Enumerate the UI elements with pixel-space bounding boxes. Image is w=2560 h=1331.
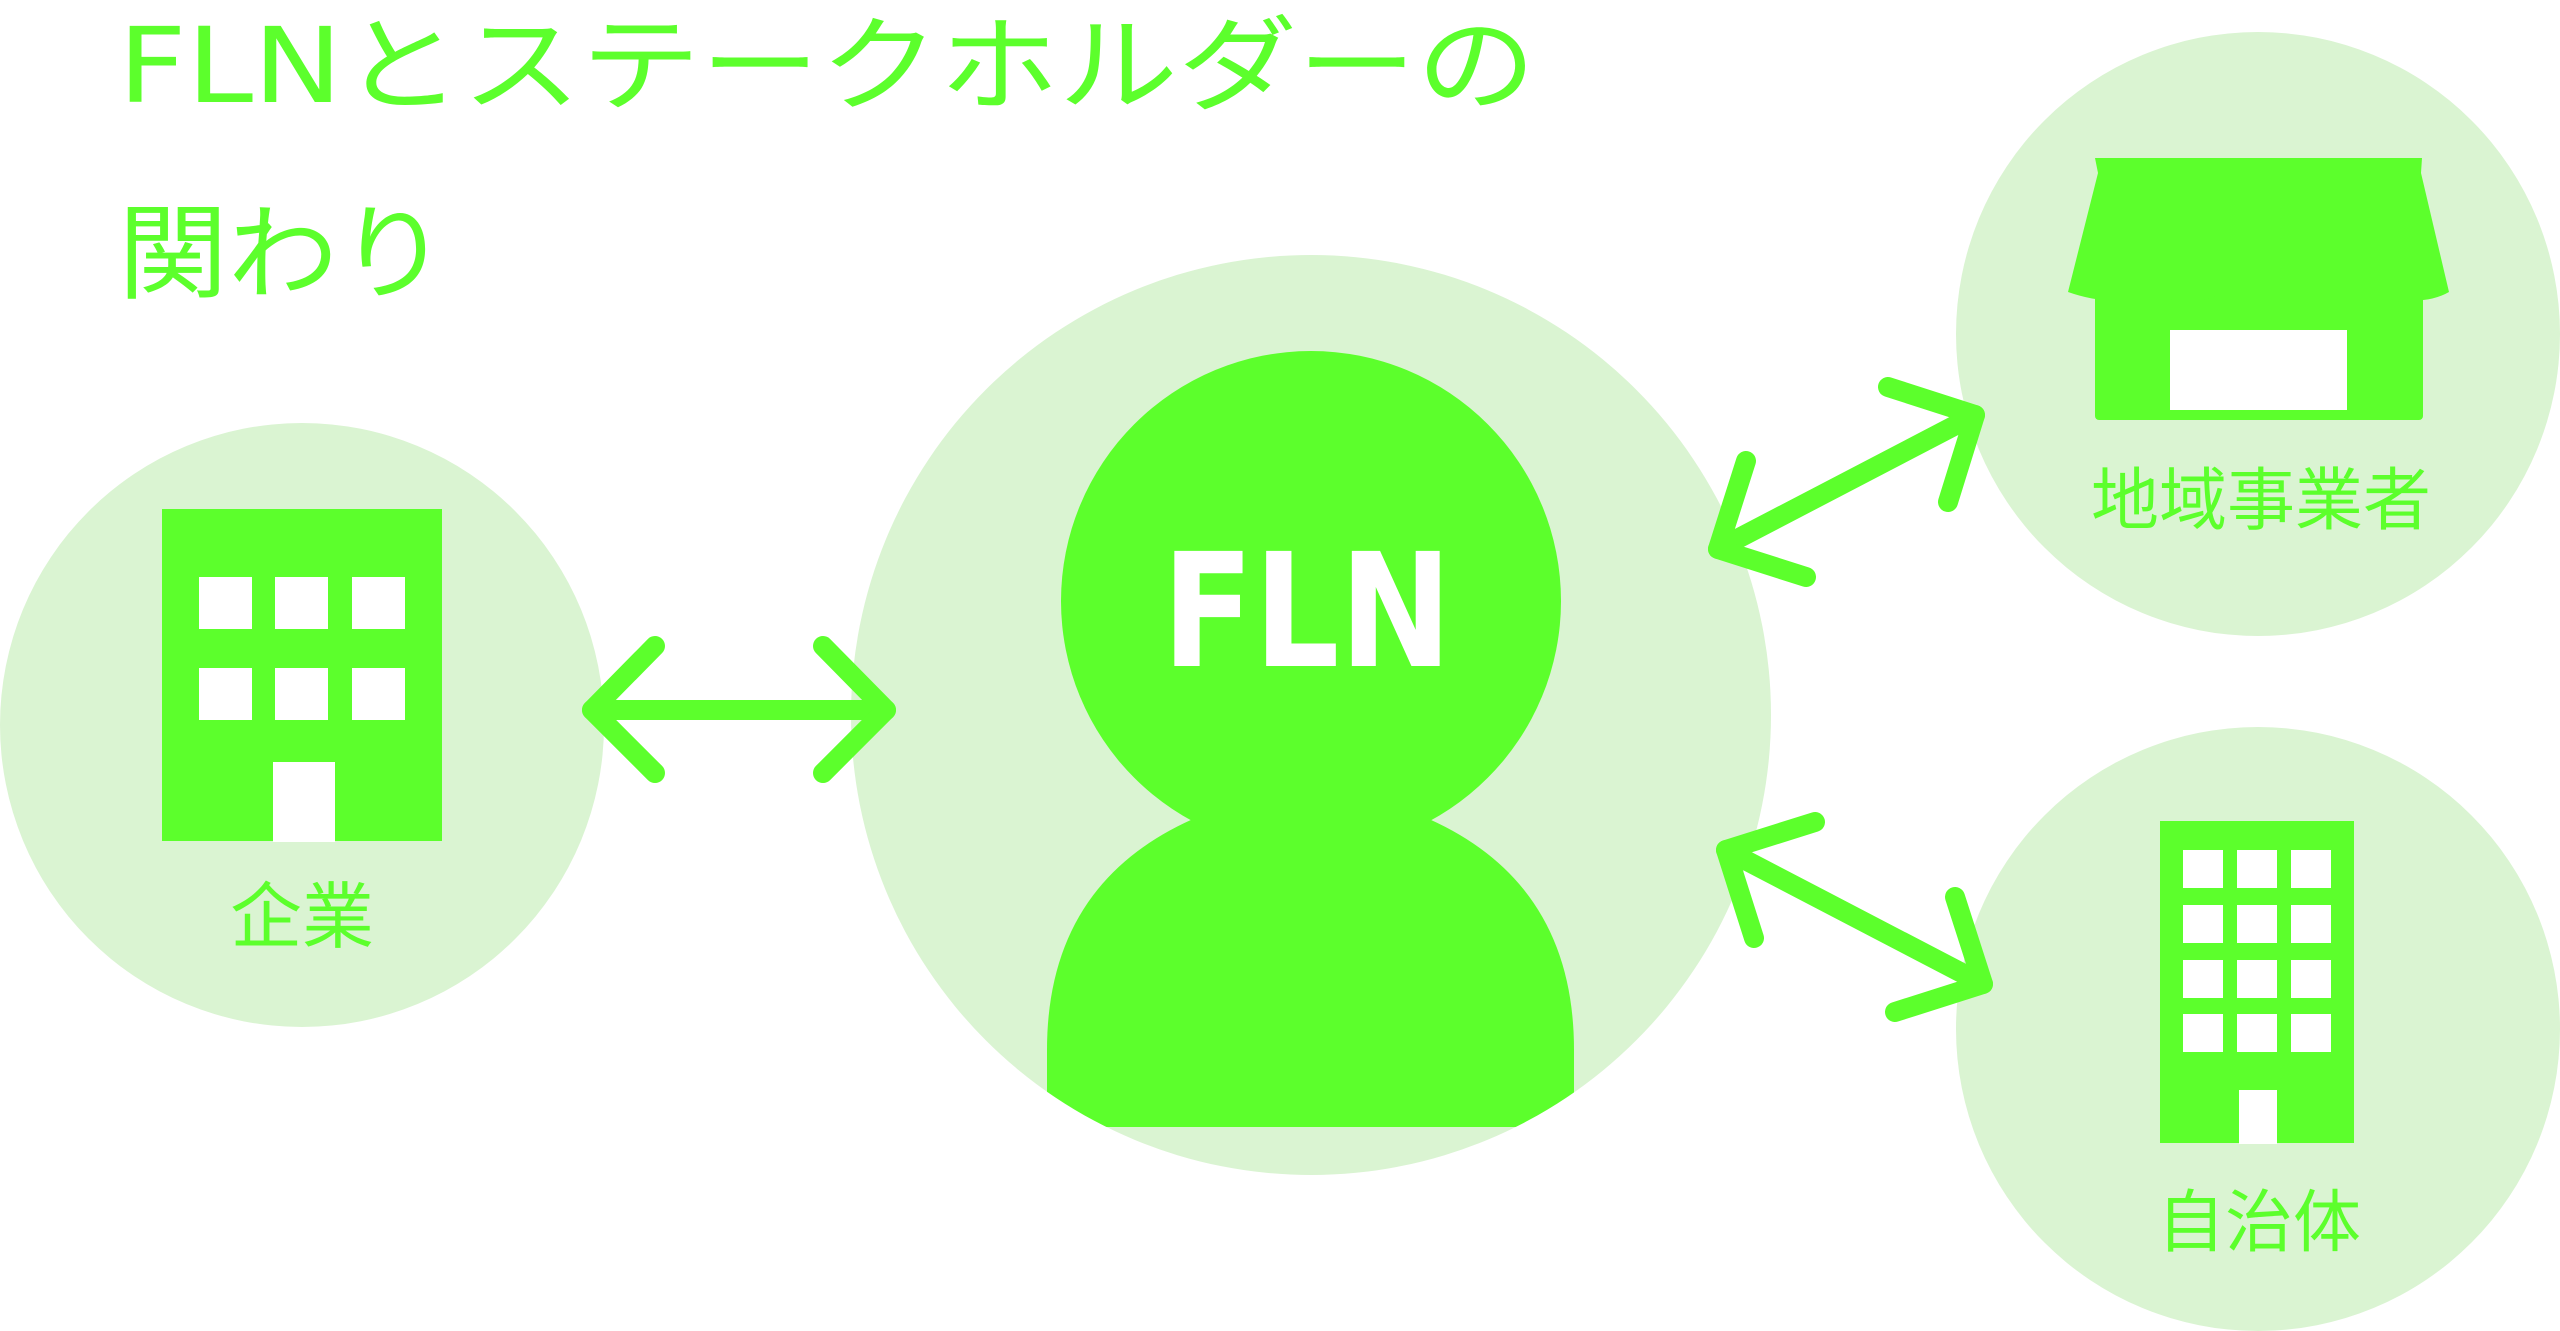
shop-icon: [2068, 158, 2449, 420]
company-label: 企業: [230, 875, 374, 959]
person-icon: [1047, 351, 1574, 1127]
local-business-label: 地域事業者: [2091, 462, 2431, 541]
company-fln-arrow: [582, 636, 896, 783]
title-line-1: FLNとステークホルダーの: [118, 5, 1536, 127]
fln-municipality-arrow: [1716, 812, 1993, 1022]
office-building-icon: [162, 509, 442, 842]
fln-local-business-arrow: [1708, 377, 1985, 587]
municipality-label: 自治体: [2157, 1184, 2361, 1263]
title-line-2: 関わり: [118, 193, 448, 315]
government-building-icon: [2160, 821, 2354, 1144]
fln-label: FLN: [1162, 520, 1452, 704]
